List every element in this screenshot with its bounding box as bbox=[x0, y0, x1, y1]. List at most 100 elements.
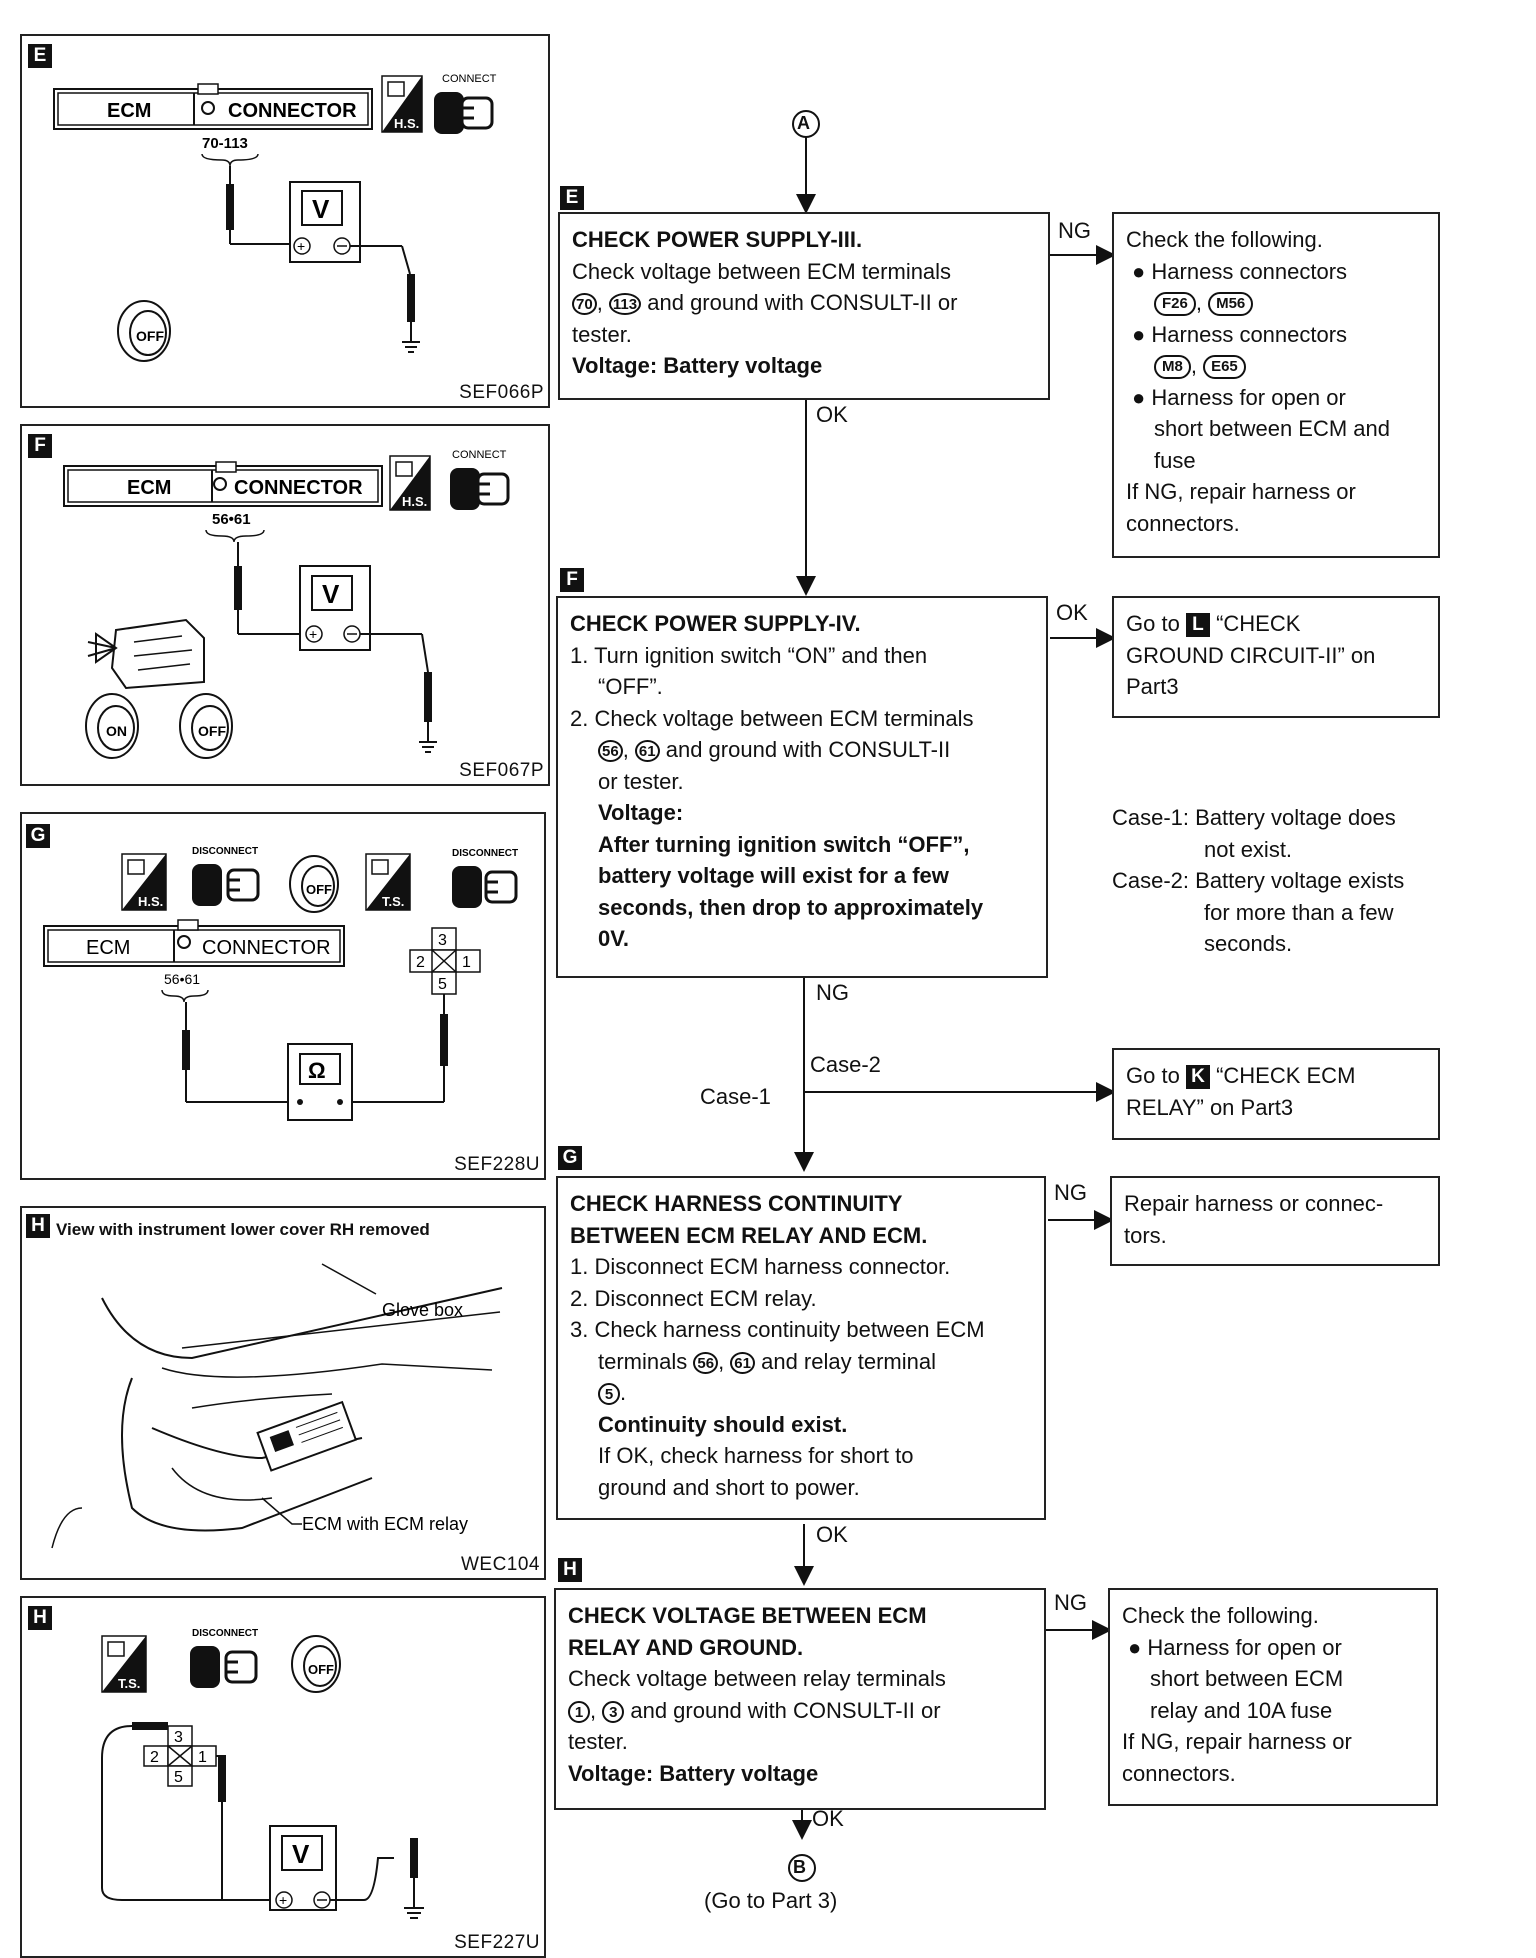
case-1-text: Case-1: Battery voltage does bbox=[1112, 805, 1396, 830]
step-title: CHECK HARNESS CONTINUITY bbox=[570, 1191, 903, 1216]
voltage-check-diagram: ECM CONNECTOR 70-113 V + H.S. CONNECT bbox=[53, 73, 497, 362]
relay-pin: 3 bbox=[174, 1729, 183, 1746]
goto-ground-circuit-box: Go to L “CHECK GROUND CIRCUIT-II” on Par… bbox=[1112, 596, 1440, 718]
terminals-text: 56•61 bbox=[164, 971, 200, 987]
step-result: battery voltage will exist for a few bbox=[598, 863, 949, 888]
figure-reference: SEF228U bbox=[454, 1154, 540, 1175]
step-text: Check voltage between ECM terminals bbox=[572, 258, 952, 284]
goto-text: Part3 bbox=[1126, 674, 1179, 699]
step-title: BETWEEN ECM RELAY AND ECM. bbox=[570, 1222, 928, 1248]
terminals-text: 56•61 bbox=[212, 511, 251, 528]
step-text: and ground with CONSULT-II or bbox=[630, 1697, 941, 1723]
bullet-text: short between ECM bbox=[1150, 1666, 1344, 1691]
terminal-badge: 70 bbox=[572, 293, 597, 316]
ng-label: NG bbox=[1058, 218, 1091, 243]
bullet-text: Harness connectors bbox=[1151, 258, 1348, 284]
goto-letter: L bbox=[1185, 613, 1210, 638]
goto-letter: K bbox=[1185, 1065, 1210, 1090]
connector-badge: E65 bbox=[1203, 355, 1246, 380]
terminal-badge: 113 bbox=[608, 293, 642, 316]
step-text: terminals bbox=[598, 1348, 688, 1374]
check-box-relay-voltage: CHECK VOLTAGE BETWEEN ECM RELAY AND GROU… bbox=[554, 1588, 1046, 1810]
terminal-badge: 56 bbox=[693, 1351, 719, 1374]
step-result: Voltage: Battery voltage bbox=[568, 1760, 819, 1786]
terminal-badge: 61 bbox=[730, 1351, 755, 1374]
terminal-badge: 61 bbox=[634, 740, 660, 763]
panel-letter: E bbox=[28, 44, 52, 68]
box-foot: If NG, repair harness or bbox=[1126, 479, 1356, 504]
hs-tag-text: H.S. bbox=[394, 116, 419, 131]
glove-box-label: Glove box bbox=[382, 1300, 463, 1320]
figure-reference: SEF067P bbox=[459, 760, 544, 781]
terminal-badge: 5 bbox=[598, 1383, 620, 1406]
repair-text: tors. bbox=[1124, 1222, 1167, 1248]
connector-badge: M8 bbox=[1154, 355, 1191, 380]
figure-reference: WEC104 bbox=[460, 1554, 540, 1575]
case-1-text: not exist. bbox=[1204, 836, 1293, 862]
ecm-relay-label: ECM with ECM relay bbox=[302, 1514, 468, 1534]
key-off-text: OFF bbox=[136, 328, 164, 344]
step-letter: G bbox=[558, 1146, 582, 1170]
connector-label-text: CONNECTOR bbox=[234, 477, 363, 499]
disconnect-text: DISCONNECT bbox=[452, 848, 518, 859]
goto-text: “CHECK bbox=[1216, 611, 1301, 636]
step-result: Voltage: Battery voltage bbox=[572, 353, 823, 378]
connector-ecm-text: ECM bbox=[127, 477, 171, 499]
panel-letter: H bbox=[26, 1214, 50, 1238]
key-on-text: ON bbox=[106, 723, 127, 739]
connector-badge: F26 bbox=[1154, 292, 1196, 317]
step-title: CHECK POWER SUPPLY-III. bbox=[572, 227, 863, 252]
hs-tag-text: H.S. bbox=[138, 894, 163, 909]
box-foot: connectors. bbox=[1122, 1760, 1236, 1786]
step-result: Continuity should exist. bbox=[598, 1411, 848, 1437]
voltage-check-diagram: ECM CONNECTOR 56•61 V + bbox=[63, 449, 510, 759]
goto-text: Go to bbox=[1126, 611, 1180, 636]
panel-letter: F bbox=[28, 434, 52, 458]
box-head: Check the following. bbox=[1126, 227, 1323, 252]
step-text: 2. Check voltage between ECM terminals bbox=[570, 705, 974, 731]
step-text: tester. bbox=[572, 321, 632, 347]
check-following-box-e: Check the following. ● Harness connector… bbox=[1112, 212, 1440, 558]
goto-ecm-relay-box: Go to K “CHECK ECM RELAY” on Part3 bbox=[1112, 1048, 1440, 1140]
end-note: (Go to Part 3) bbox=[704, 1888, 838, 1913]
meter-text: V bbox=[292, 1839, 310, 1869]
connector-ecm-text: ECM bbox=[107, 100, 151, 122]
step-title: CHECK VOLTAGE BETWEEN ECM bbox=[568, 1603, 927, 1628]
figure-reference: SEF066P bbox=[459, 382, 544, 403]
step-text: and relay terminal bbox=[761, 1348, 936, 1374]
ng-label: NG bbox=[1054, 1590, 1087, 1615]
step-text: Check voltage between relay terminals bbox=[568, 1666, 946, 1691]
connector-ecm-text: ECM bbox=[86, 937, 130, 959]
ng-label: NG bbox=[1054, 1180, 1087, 1205]
bullet-text: Harness for open or bbox=[1147, 1634, 1342, 1660]
step-text: or tester. bbox=[598, 768, 684, 794]
relay-pin: 5 bbox=[438, 976, 447, 993]
panel-letter: G bbox=[26, 824, 50, 848]
svg-text:+: + bbox=[297, 238, 305, 254]
continuity-check-diagram: H.S. DISCONNECT OFF T.S. DISCONNECT ECM … bbox=[43, 846, 518, 1121]
relay-voltage-diagram: T.S. DISCONNECT OFF 3 2 1 5 V + bbox=[101, 1628, 424, 1919]
step-title: CHECK POWER SUPPLY-IV. bbox=[570, 611, 861, 636]
ok-label: OK bbox=[1056, 600, 1088, 625]
goto-text: Go to bbox=[1126, 1063, 1180, 1088]
ng-label: NG bbox=[816, 980, 849, 1005]
terminal-badge: 56 bbox=[598, 740, 623, 763]
step-letter: F bbox=[560, 568, 584, 592]
step-text: If OK, check harness for short to bbox=[598, 1443, 914, 1468]
terminal-badge: 3 bbox=[602, 1700, 625, 1723]
case-notes: Case-1: Battery voltage does not exist. … bbox=[1112, 802, 1404, 960]
step-result: 0V. bbox=[598, 926, 630, 951]
step-letter: H bbox=[558, 1558, 582, 1582]
panel-caption: View with instrument lower cover RH remo… bbox=[56, 1220, 430, 1239]
box-foot: connectors. bbox=[1126, 510, 1240, 536]
ecm-location-diagram: Glove box ECM with ECM relay bbox=[51, 1263, 503, 1549]
goto-text: “CHECK ECM bbox=[1216, 1063, 1356, 1088]
end-node-label: B bbox=[793, 1857, 806, 1877]
bullet-text: fuse bbox=[1154, 447, 1196, 473]
step-title: RELAY AND GROUND. bbox=[568, 1634, 804, 1660]
step-text: ground and short to power. bbox=[598, 1474, 860, 1500]
relay-pin: 5 bbox=[174, 1769, 183, 1786]
bullet-text: relay and 10A fuse bbox=[1150, 1697, 1333, 1723]
step-result: Voltage: bbox=[598, 800, 684, 825]
step-text: 1. Disconnect ECM harness connector. bbox=[570, 1254, 951, 1279]
